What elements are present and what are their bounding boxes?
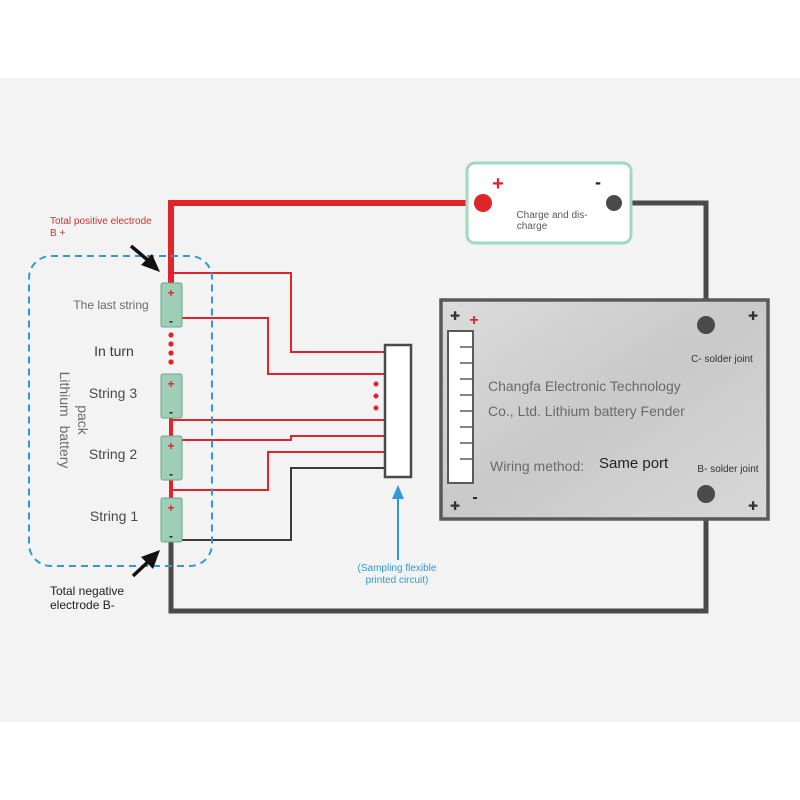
cell-string-1: + - (160, 497, 183, 543)
label-sampling-2: printed circuit) (366, 575, 429, 586)
svg-text:✚: ✚ (748, 309, 758, 323)
in-turn-dots (168, 332, 174, 365)
battery-pack-label: Lithium battery pack (57, 372, 91, 469)
pack-label-word-1: Lithium (57, 372, 73, 417)
label-total-negative-1: Total negative (50, 584, 124, 598)
label-total-positive-2: B + (50, 228, 65, 239)
cell-string-2: + - (160, 435, 183, 481)
c-solder-joint (697, 316, 715, 334)
pack-label-word-3: pack (75, 405, 91, 436)
charge-minus-sign: - (595, 172, 601, 192)
board-connector (447, 330, 474, 484)
board-company-line-2: Co., Ltd. Lithium battery Fender (488, 403, 685, 419)
board-wiring-value: Same port (599, 455, 669, 472)
cell-last-string: + - (160, 282, 183, 328)
sampling-wire-2 (171, 317, 387, 375)
corner-screws: ✚ ✚ ✚ ✚ (450, 309, 758, 513)
arrow-total-positive (129, 244, 160, 272)
sampling-wire-6 (171, 467, 387, 541)
label-in-turn: In turn (94, 343, 134, 359)
sampling-connector (383, 343, 413, 479)
cell-plus: + (167, 377, 174, 391)
sampling-wire-1 (171, 272, 387, 353)
sampling-wire-5 (171, 451, 387, 491)
board-plus-sign: + (469, 312, 478, 329)
charge-plus-sign: + (492, 173, 504, 195)
b-minus-wire (168, 494, 709, 614)
label-total-positive-1: Total positive electrode (50, 216, 152, 227)
label-string-3: String 3 (89, 385, 137, 401)
connector-dots (373, 381, 379, 411)
label-string-2: String 2 (89, 446, 137, 462)
charge-positive-terminal (474, 194, 492, 212)
charge-discharge-box: + - Charge and dis- charge (465, 161, 633, 245)
pack-label-word-2: battery (57, 426, 73, 469)
charge-label-2: charge (517, 221, 548, 232)
svg-text:✚: ✚ (450, 499, 460, 513)
protection-board: ✚ ✚ ✚ ✚ + - C- solder joint B- solder jo… (439, 298, 770, 521)
label-b-solder-joint: B- solder joint (697, 464, 758, 475)
cell-plus: + (167, 286, 174, 300)
cell-plus: + (167, 501, 174, 515)
board-company-line-1: Changfa Electronic Technology (488, 378, 681, 394)
svg-text:✚: ✚ (748, 499, 758, 513)
cell-string-3: + - (160, 373, 183, 419)
cell-minus: - (169, 314, 173, 328)
cell-minus: - (169, 467, 173, 481)
sampling-wire-4 (171, 435, 387, 441)
cell-plus: + (167, 439, 174, 453)
svg-text:Lithium battery: Lithium battery (57, 372, 73, 469)
label-the-last-string: The last string (73, 298, 148, 312)
cell-minus: - (169, 405, 173, 419)
board-connector-pins (460, 346, 473, 460)
b-solder-joint (697, 485, 715, 503)
board-minus-sign: - (472, 489, 477, 506)
label-sampling-1: (Sampling flexible (358, 563, 437, 574)
label-string-1: String 1 (90, 508, 138, 524)
sampling-arrow (392, 485, 404, 560)
svg-text:✚: ✚ (450, 309, 460, 323)
main-positive-wire (168, 200, 483, 290)
board-wiring-label: Wiring method: (490, 458, 584, 474)
cell-minus: - (169, 529, 173, 543)
battery-pack-outline (28, 255, 213, 567)
c-minus-wire (614, 200, 709, 325)
arrow-total-negative (131, 550, 160, 578)
label-c-solder-joint: C- solder joint (691, 354, 753, 365)
charge-negative-terminal (606, 195, 622, 211)
label-total-negative-2: electrode B- (50, 598, 115, 612)
charge-label-1: Charge and dis- (516, 210, 587, 221)
